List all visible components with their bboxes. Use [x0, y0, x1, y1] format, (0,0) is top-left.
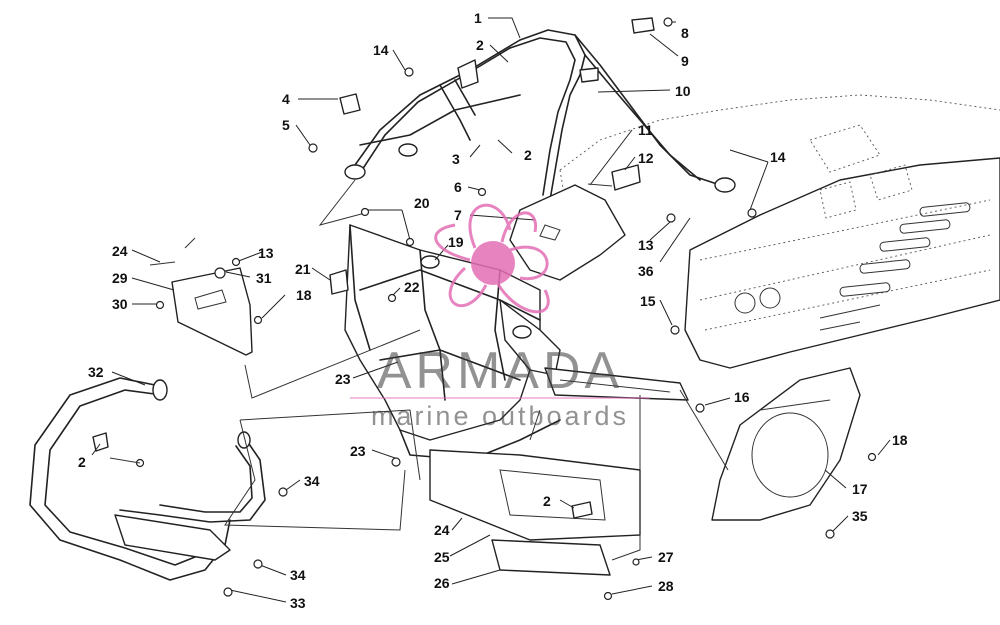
callout-18-right: 18	[892, 432, 908, 448]
callout-13-right: 13	[638, 237, 654, 253]
callout-21: 21	[295, 261, 311, 277]
callout-34-upper: 34	[304, 473, 320, 489]
callout-2-top-b: 2	[524, 147, 532, 163]
callout-2-top: 2	[476, 37, 484, 53]
callout-20: 20	[414, 195, 430, 211]
skid-plates	[429, 449, 641, 576]
chassis-tunnel	[559, 94, 1000, 369]
callout-33: 33	[290, 595, 306, 611]
callout-4: 4	[282, 91, 290, 107]
callout-5: 5	[282, 117, 290, 133]
callout-23-upper: 23	[335, 371, 351, 387]
brand-logo	[434, 203, 550, 314]
callout-34-lower: 34	[290, 567, 306, 583]
callout-2-bumper: 2	[78, 454, 86, 470]
callout-11: 11	[638, 122, 653, 138]
callout-24-left: 24	[112, 243, 128, 259]
callout-17: 17	[852, 481, 868, 497]
callout-15: 15	[640, 293, 656, 309]
watermark-brand: ARMADA	[377, 342, 623, 400]
callout-24-lower: 24	[434, 522, 450, 538]
callout-9: 9	[681, 53, 689, 69]
belt-guard	[711, 367, 861, 521]
front-bumper	[29, 377, 266, 581]
steering-support-frame	[339, 17, 736, 281]
callout-12: 12	[638, 150, 654, 166]
callout-28: 28	[658, 578, 674, 594]
callout-6: 6	[454, 179, 462, 195]
callout-31: 31	[256, 270, 272, 286]
callout-32: 32	[88, 364, 104, 380]
callout-22: 22	[404, 279, 420, 295]
callout-2-skid: 2	[543, 493, 551, 509]
callout-36: 36	[638, 263, 654, 279]
watermark: ARMADA marine outboards	[350, 203, 650, 431]
callout-10: 10	[675, 83, 691, 99]
callout-14-right: 14	[770, 149, 786, 165]
callout-13-left: 13	[258, 245, 274, 261]
callout-35: 35	[852, 508, 868, 524]
callout-7: 7	[454, 207, 462, 223]
callout-8: 8	[681, 25, 689, 41]
callout-16: 16	[734, 389, 750, 405]
callout-1: 1	[474, 10, 482, 26]
callout-3: 3	[452, 151, 460, 167]
watermark-tagline: marine outboards	[371, 401, 629, 431]
callout-23-lower: 23	[350, 443, 366, 459]
callout-27: 27	[658, 549, 674, 565]
assembly-lines	[224, 179, 729, 561]
callout-30: 30	[112, 296, 128, 312]
callout-19: 19	[448, 234, 464, 250]
callout-29: 29	[112, 270, 128, 286]
callout-26: 26	[434, 575, 450, 591]
fasteners	[109, 17, 877, 601]
callouts: 1 2 2 3 4 5 6 7 8 9 10 11 12 13 13 14 14	[78, 10, 908, 611]
side-plate	[149, 237, 253, 356]
callout-25: 25	[434, 549, 450, 565]
callout-14-top: 14	[373, 42, 389, 58]
callout-18-left: 18	[296, 287, 312, 303]
